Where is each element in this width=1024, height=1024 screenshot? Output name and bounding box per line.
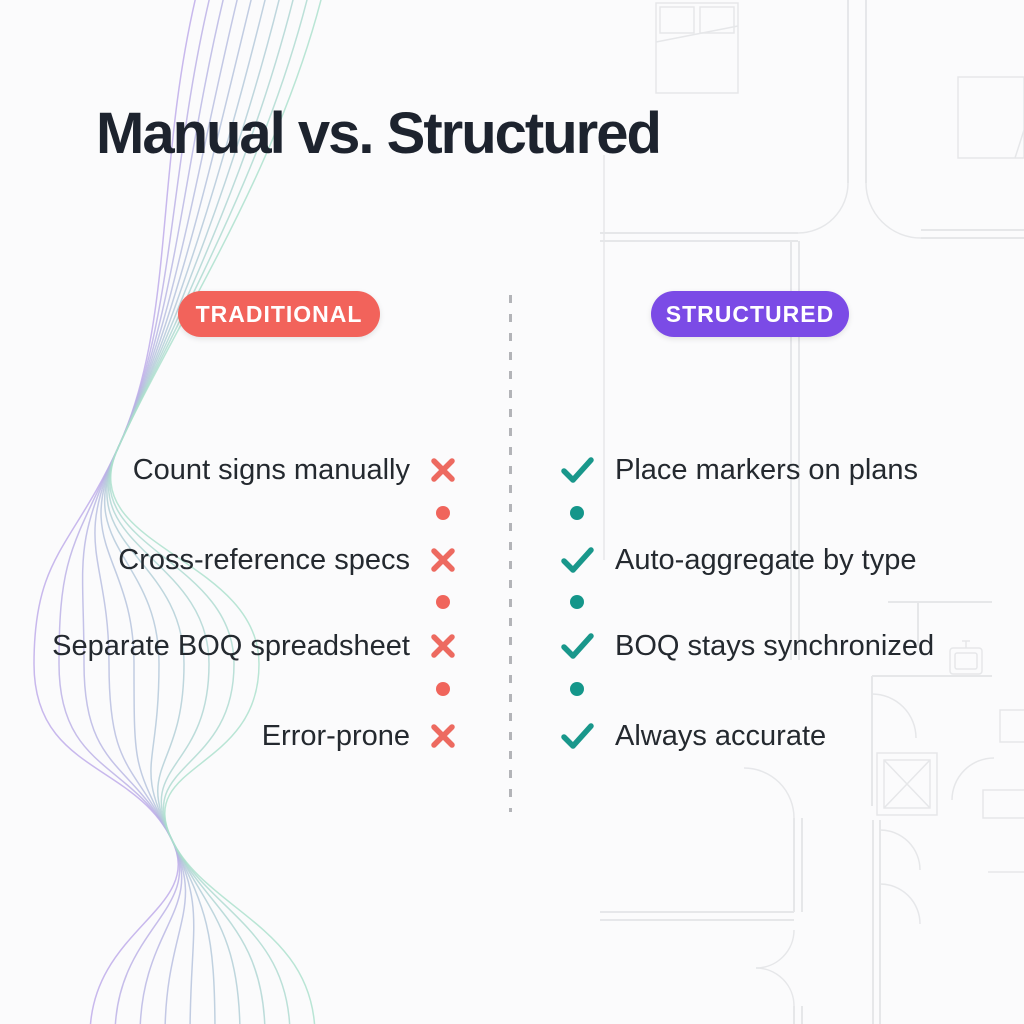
cross-icon [428, 631, 458, 661]
cross-icon [428, 721, 458, 751]
item-label: Always accurate [615, 719, 827, 752]
structured-item: Always accurate [560, 713, 826, 759]
dot-icon [570, 595, 584, 609]
cross-icon [428, 455, 458, 485]
traditional-item: Cross-reference specs [118, 537, 458, 583]
item-label: Cross-reference specs [118, 543, 410, 576]
dot-icon [570, 506, 584, 520]
dot-icon [436, 506, 450, 520]
item-label: Separate BOQ spreadsheet [52, 629, 410, 662]
dot-icon [436, 682, 450, 696]
cross-icon [428, 545, 458, 575]
item-label: Place markers on plans [615, 453, 919, 486]
dot-icon [436, 595, 450, 609]
traditional-item: Error-prone [262, 713, 458, 759]
check-icon [560, 455, 594, 485]
structured-item: Auto-aggregate by type [560, 537, 916, 583]
item-label: Error-prone [261, 719, 410, 752]
page-title: Manual vs. Structured [96, 101, 662, 166]
item-label: Count signs manually [132, 453, 410, 486]
dot-icon [570, 682, 584, 696]
structured-badge: STRUCTURED [651, 291, 849, 337]
check-icon [560, 545, 594, 575]
structured-item: BOQ stays synchronized [560, 623, 934, 669]
shaft-symbol [876, 752, 938, 816]
bed-symbol [655, 2, 739, 94]
item-label: BOQ stays synchronized [615, 629, 935, 662]
traditional-badge: TRADITIONAL [178, 291, 380, 337]
sink-symbol [949, 640, 983, 675]
check-icon [560, 721, 594, 751]
structured-item: Place markers on plans [560, 447, 918, 493]
closet-symbol [957, 76, 1024, 159]
column-divider [509, 295, 512, 812]
check-icon [560, 631, 594, 661]
traditional-item: Count signs manually [133, 447, 458, 493]
traditional-item: Separate BOQ spreadsheet [52, 623, 458, 669]
item-label: Auto-aggregate by type [615, 543, 917, 576]
